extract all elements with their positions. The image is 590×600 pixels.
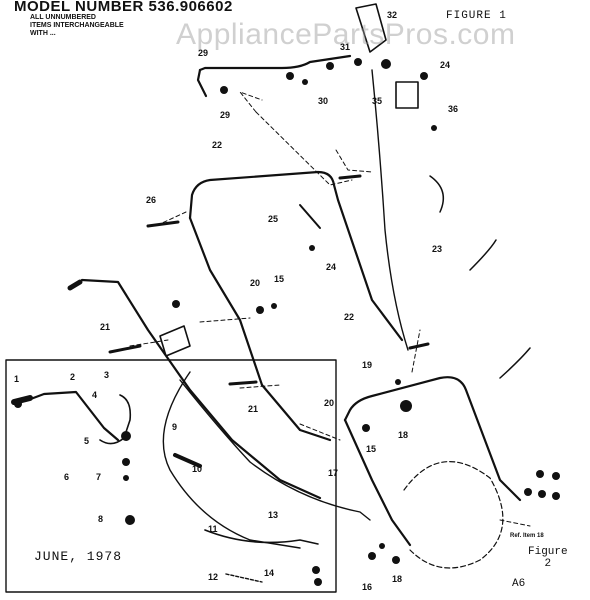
callout-2: 2 [70,372,75,382]
watermark: AppliancePartsPros.com [176,18,516,51]
callout-4: 4 [92,390,97,400]
callout-19: 19 [362,360,372,370]
callout-16: 16 [362,582,372,592]
callout-5: 5 [84,436,89,446]
figure-1-label: FIGURE 1 [446,10,507,22]
note-line-1: ALL UNNUMBERED [30,14,96,21]
model-number-heading: MODEL NUMBER 536.906602 [14,0,233,15]
callout-31: 31 [340,42,350,52]
figure-2-label: Figure 2 [528,546,568,570]
callout-23: 23 [432,244,442,254]
callout-30: 30 [318,96,328,106]
callout-36: 36 [448,104,458,114]
callout-21: 21 [248,404,258,414]
figure-2-number: 2 [544,558,552,570]
callout-18: 18 [392,574,402,584]
callout-28-top: 29 [198,48,208,58]
callout-17: 17 [328,468,338,478]
inset-box [5,359,337,593]
callout-3: 3 [104,370,109,380]
callout-24: 24 [326,262,336,272]
callout-35: 35 [372,96,382,106]
callout-22: 22 [344,312,354,322]
callout-24-top: 24 [440,60,450,70]
ref-note: Ref. Item 18 [510,533,544,539]
page-code: A6 [512,578,526,590]
lower-handle [260,383,332,442]
callout-26: 26 [146,195,156,205]
callout-25: 25 [268,214,278,224]
callout-22-top: 22 [212,140,222,150]
callout-10: 10 [192,464,202,474]
callout-6: 6 [64,472,69,482]
callout-9: 9 [172,422,177,432]
top-bar [198,54,352,72]
callout-7: 7 [96,472,101,482]
clutch-rod [80,278,322,500]
callout-20: 20 [324,398,334,408]
figure-2-word: Figure [528,546,568,558]
callout-32: 32 [387,10,397,20]
revision-date: JUNE, 1978 [34,549,123,564]
callout-1: 1 [14,374,19,384]
callout-21-upper: 21 [100,322,110,332]
lower-cable [179,379,371,521]
callout-18-upper: 18 [398,430,408,440]
callout-8: 8 [98,514,103,524]
callout-12: 12 [208,572,218,582]
note-line-3: WITH ... [30,30,56,37]
callout-11: 11 [208,524,218,534]
callout-13: 13 [268,510,278,520]
callout-29: 29 [220,110,230,120]
callout-15-upper: 15 [274,274,284,284]
callout-15: 15 [366,444,376,454]
upper-handle [188,170,404,342]
callout-14: 14 [264,568,274,578]
note-line-2: ITEMS INTERCHANGEABLE [30,22,124,29]
control-cable [371,69,409,351]
callout-20-upper: 20 [250,278,260,288]
rear-handle-loop [343,376,522,502]
